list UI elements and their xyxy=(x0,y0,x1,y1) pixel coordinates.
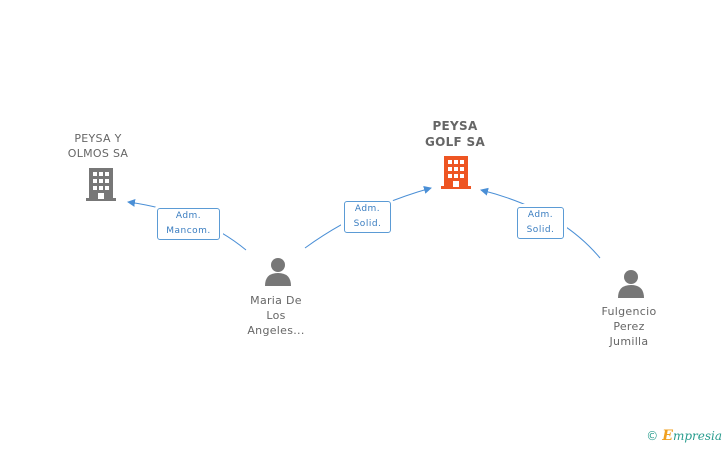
node-label-maria: Maria De Los Angeles... xyxy=(226,293,326,338)
label-line: Los xyxy=(266,309,286,322)
person-icon[interactable] xyxy=(263,256,293,286)
edge-label-line: Solid. xyxy=(526,225,555,235)
copyright-symbol: © xyxy=(646,429,659,443)
label-line: OLMOS SA xyxy=(67,147,129,160)
node-label-fulgencio: Fulgencio Perez Jumilla xyxy=(579,304,679,349)
node-label-peysa-golf: PEYSA GOLF SA xyxy=(405,118,505,150)
label-line: PEYSA xyxy=(432,119,478,133)
brand-logo: Empresia xyxy=(662,428,722,444)
edge-label-line: Mancom. xyxy=(166,226,211,236)
label-line: GOLF SA xyxy=(424,135,486,149)
label-line: Jumilla xyxy=(609,335,649,348)
edge-label-line: Adm. xyxy=(354,204,381,214)
building-icon[interactable] xyxy=(85,166,117,202)
footer-brand: © Empresia xyxy=(646,428,722,444)
brand-initial: E xyxy=(662,428,673,444)
label-line: Perez xyxy=(613,320,645,333)
label-line: PEYSA Y xyxy=(74,132,122,145)
brand-rest: mpresia xyxy=(672,429,722,443)
building-icon[interactable] xyxy=(440,154,472,190)
label-line: Fulgencio xyxy=(601,305,657,318)
person-icon[interactable] xyxy=(616,268,646,298)
edge-label-fulgencio-golf[interactable]: Adm. Solid. xyxy=(517,207,564,239)
label-line: Maria De xyxy=(250,294,302,307)
edge-label-maria-golf[interactable]: Adm. Solid. xyxy=(344,201,391,233)
edge-label-maria-olmos[interactable]: Adm. Mancom. xyxy=(157,208,220,240)
edge-label-line: Adm. xyxy=(527,210,554,220)
label-line: Angeles... xyxy=(247,324,305,337)
node-label-peysa-olmos: PEYSA Y OLMOS SA xyxy=(48,131,148,161)
edge-label-line: Adm. xyxy=(175,211,202,221)
edge-label-line: Solid. xyxy=(353,219,382,229)
